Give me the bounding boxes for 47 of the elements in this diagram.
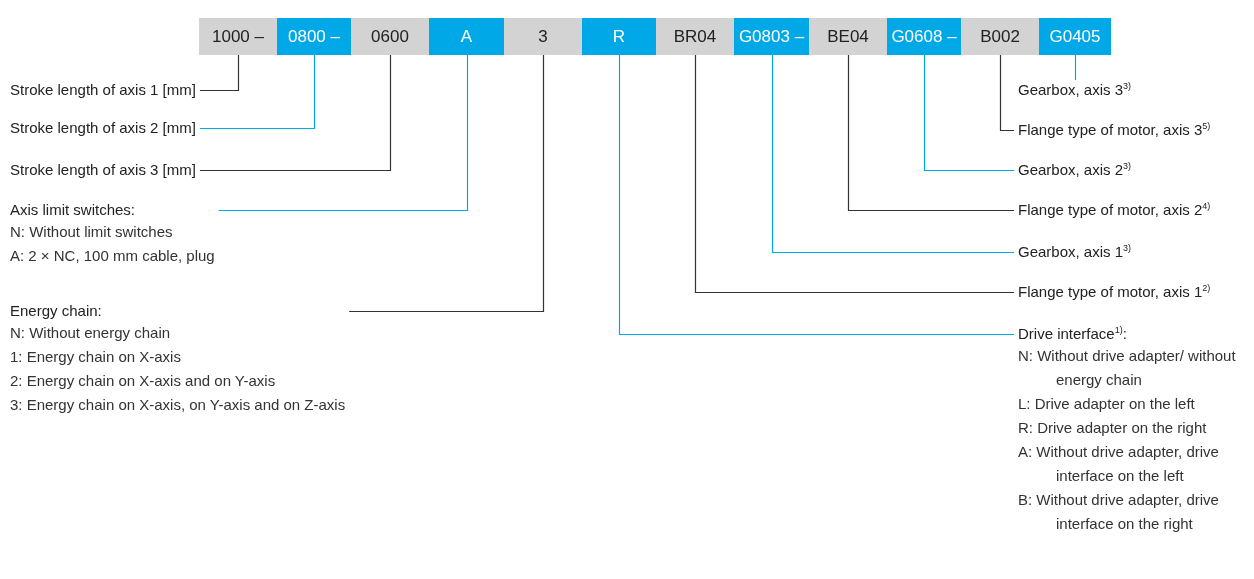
heading-text: Drive interface$^{1)}$: (1018, 324, 1128, 344)
option-text: N: Without limit switches (10, 222, 174, 242)
option-text: N: Without drive adapter/ without energy chain (1018, 346, 1237, 390)
code-segment: G0608 – (887, 18, 961, 55)
leader-line (1074, 54, 1077, 81)
code-segment: B002 (961, 18, 1039, 55)
leader-line (348, 54, 545, 313)
leader-line (923, 54, 1015, 172)
leader-line (847, 54, 1015, 212)
code-segment: BE04 (809, 18, 887, 55)
description-text: Stroke length of axis 1 [mm] (10, 80, 196, 100)
code-segment: G0405 (1039, 18, 1111, 55)
option-text: 1: Energy chain on X-axis (10, 347, 182, 367)
leader-line (199, 54, 392, 172)
option-text: 3: Energy chain on X-axis, on Y-axis and on Z-axis (10, 395, 346, 415)
description-text: Stroke length of axis 3 [mm] (10, 160, 196, 180)
description-text: Flange type of motor, axis 1$^{2)}$ (1018, 282, 1211, 302)
code-segment: BR04 (656, 18, 734, 55)
option-text: A: 2 × NC, 100 mm cable, plug (10, 246, 215, 266)
leader-line (771, 54, 1015, 254)
option-text: N: Without energy chain (10, 323, 172, 343)
option-text: A: Without drive adapter, drive interface on the left (1018, 442, 1220, 486)
leader-line (199, 54, 316, 130)
leader-line (694, 54, 1015, 294)
leader-line (199, 54, 240, 92)
leader-line (999, 54, 1015, 132)
code-segment: R (582, 18, 656, 55)
leader-line (618, 54, 1015, 336)
code-segment: 0800 – (277, 18, 351, 55)
description-text: Flange type of motor, axis 3$^{5)}$ (1018, 120, 1211, 140)
option-text: R: Drive adapter on the right (1018, 418, 1208, 438)
description-text: Gearbox, axis 1$^{3)}$ (1018, 242, 1132, 262)
heading-text: Energy chain: (10, 301, 103, 321)
description-text: Stroke length of axis 2 [mm] (10, 118, 196, 138)
heading-text: Axis limit switches: (10, 200, 137, 220)
code-segment: 3 (504, 18, 582, 55)
code-segment: G0803 – (734, 18, 809, 55)
code-segment: A (429, 18, 504, 55)
code-segment: 0600 (351, 18, 429, 55)
option-text: 2: Energy chain on X-axis and on Y-axis (10, 371, 277, 391)
description-text: Gearbox, axis 3$^{3)}$ (1018, 80, 1132, 100)
description-text: Gearbox, axis 2$^{3)}$ (1018, 160, 1132, 180)
description-text: Flange type of motor, axis 2$^{4)}$ (1018, 200, 1211, 220)
leader-line (218, 54, 469, 212)
code-segment: 1000 – (199, 18, 277, 55)
option-text: L: Drive adapter on the left (1018, 394, 1196, 414)
option-text: B: Without drive adapter, drive interface on the right (1018, 490, 1220, 534)
